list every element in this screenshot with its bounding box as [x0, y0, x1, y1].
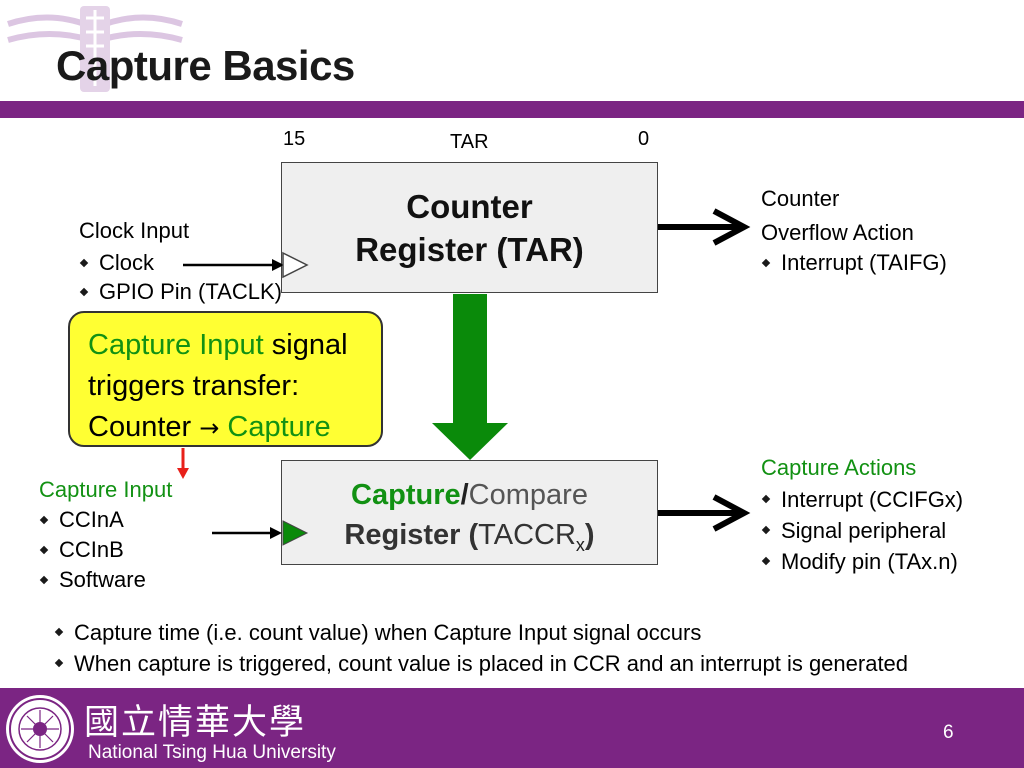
note-green-text: Capture Input: [88, 329, 264, 361]
list-item: Modify pin (TAx.n): [761, 546, 963, 577]
ccr-slash: /: [460, 479, 469, 511]
summary-bullets: Capture time (i.e. count value) when Cap…: [54, 617, 908, 679]
note-text: Counter: [88, 411, 200, 443]
footer-chinese-name: 國立情華大學: [84, 703, 307, 743]
note-green-text: Capture: [219, 411, 331, 443]
ccr-subscript: x: [575, 534, 585, 555]
counter-register-title-line2: Register (TAR): [355, 231, 584, 268]
transfer-arrow-head: [432, 423, 508, 460]
trigger-arrow-head: [177, 468, 189, 479]
diagram-arrows: [177, 208, 751, 546]
bit-0-label: 0: [638, 128, 650, 150]
ccr-capture-text: Capture: [351, 479, 461, 511]
capture-actions-arrow-head: [712, 494, 751, 532]
capture-compare-register-box: Capture/Compare Register (TACCRx): [281, 460, 658, 565]
clock-arrow-head: [272, 259, 284, 271]
note-text: signal: [263, 329, 348, 361]
list-item: CCInB: [39, 535, 146, 565]
slide-title: Capture Basics: [56, 42, 355, 89]
footer-university-name: National Tsing Hua University: [88, 742, 336, 763]
capture-input-arrow-head: [270, 527, 282, 539]
list-item: Software: [39, 565, 146, 595]
clock-triangle-icon: [282, 251, 309, 279]
overflow-heading-line1: Counter: [761, 186, 840, 211]
capture-input-list: CCInA CCInB Software: [39, 505, 146, 595]
list-item: Interrupt (CCIFGx): [761, 484, 963, 515]
list-item: Signal peripheral: [761, 515, 963, 546]
header-divider-bar: [0, 101, 1024, 118]
overflow-heading-line2: Overflow Action: [761, 220, 914, 245]
note-line3: Counter → Capture: [88, 407, 381, 449]
clock-input-heading: Clock Input: [79, 218, 190, 243]
list-item: CCInA: [39, 505, 146, 535]
ccr-close-paren: ): [584, 519, 595, 551]
tar-label: TAR: [450, 131, 489, 153]
list-item: GPIO Pin (TACLK): [79, 277, 282, 306]
note-line2: triggers transfer:: [88, 370, 300, 402]
capture-actions-list: Interrupt (CCIFGx) Signal peripheral Mod…: [761, 484, 963, 577]
university-seal-icon: [6, 695, 74, 763]
capture-input-heading: Capture Input: [39, 477, 173, 502]
capture-triangle-icon: [282, 520, 309, 546]
capture-actions-heading: Capture Actions: [761, 455, 917, 480]
ccr-title-line1: Capture/Compare: [282, 475, 657, 515]
list-item: Capture time (i.e. count value) when Cap…: [54, 617, 908, 648]
clock-input-list: Clock GPIO Pin (TACLK): [79, 248, 282, 306]
list-item: When capture is triggered, count value i…: [54, 648, 908, 679]
note-line1: Capture Input signal: [88, 325, 381, 366]
ccr-title-line2: Register (TACCRx): [282, 515, 657, 565]
ccr-compare-text: Compare: [468, 479, 588, 511]
overflow-arrow-head: [712, 208, 751, 246]
bit-15-label: 15: [283, 128, 306, 150]
right-arrow-icon: →: [199, 414, 220, 442]
overflow-list: Interrupt (TAIFG): [761, 248, 947, 277]
ccr-taccr-text: TACCR: [478, 519, 576, 551]
counter-register-box: Counter Register (TAR): [281, 162, 658, 293]
capture-note-box: Capture Input signal triggers transfer: …: [68, 311, 383, 447]
overflow-heading: Counter Overflow Action: [761, 182, 914, 250]
list-item: Interrupt (TAIFG): [761, 248, 947, 277]
university-logo-watermark: [7, 6, 183, 92]
footer-bar: [0, 688, 1024, 768]
list-item: Clock: [79, 248, 282, 277]
counter-register-title-line1: Counter: [406, 188, 533, 225]
ccr-register-text: Register (: [344, 519, 479, 551]
transfer-arrow-shaft: [453, 294, 487, 424]
page-number: 6: [943, 722, 954, 743]
